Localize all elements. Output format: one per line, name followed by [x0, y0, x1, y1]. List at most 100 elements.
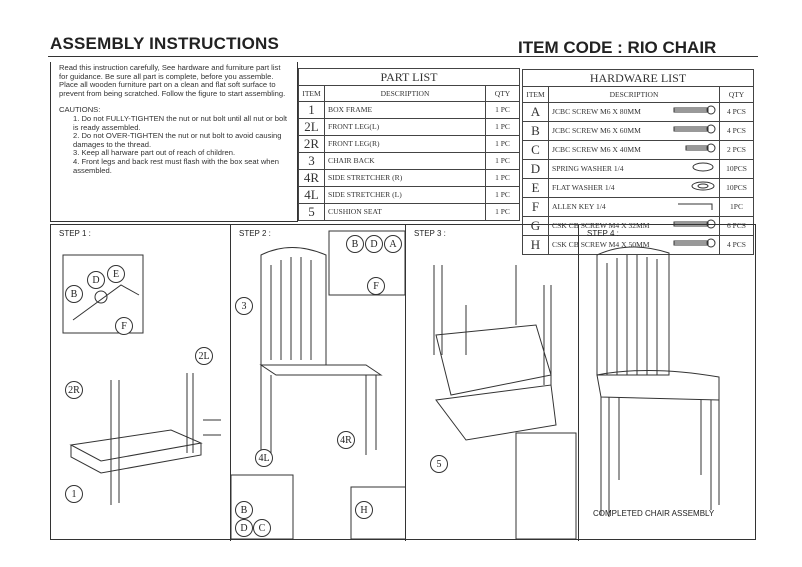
- page-title: ASSEMBLY INSTRUCTIONS: [50, 34, 280, 53]
- assembly-steps: STEP 1 : B D E F 2L 2R 1 STEP 2 : B D A …: [50, 224, 757, 541]
- hardware-description: CSK CB SCREW M4 X 50MM: [548, 234, 665, 255]
- instructions-box: Read this instruction carefully, See har…: [50, 62, 298, 222]
- part-item: 1: [298, 100, 325, 119]
- callout-f: F: [115, 317, 133, 335]
- callout-1: 1: [65, 485, 83, 503]
- callout-e: E: [107, 265, 125, 283]
- part-item: 3: [298, 151, 325, 170]
- part-description: FRONT LEG(L): [324, 117, 486, 136]
- hardware-qty: 1PC: [719, 196, 754, 217]
- hardware-item: D: [522, 158, 549, 179]
- screw-icon: [665, 120, 720, 141]
- screw-icon: [665, 101, 720, 122]
- item-code: ITEM CODE : RIO CHAIR: [518, 38, 717, 57]
- column-header: ITEM: [522, 86, 549, 103]
- intro-paragraph: Place all wooden furniture part on a cle…: [59, 80, 286, 98]
- callout-d: D: [235, 519, 253, 537]
- hardware-qty: 2 PCS: [719, 139, 754, 160]
- wood-screw-icon: [665, 234, 720, 255]
- cautions-title: CAUTIONS:: [59, 105, 101, 115]
- part-qty: 1 PC: [485, 134, 520, 153]
- step-1-drawing: [62, 254, 221, 505]
- part-description: SIDE STRETCHER (R): [324, 168, 486, 187]
- caution-item: 2. Do not OVER-TIGHTEN the nut or nut bo…: [73, 131, 282, 149]
- hardware-description: JCBC SCREW M6 X 40MM: [548, 139, 665, 160]
- part-description: CUSHION SEAT: [324, 202, 486, 221]
- hardware-qty: 4 PCS: [719, 101, 754, 122]
- hardware-description: SPRING WASHER 1/4: [548, 158, 665, 179]
- part-description: BOX FRAME: [324, 100, 486, 119]
- part-item: 2R: [298, 134, 325, 153]
- part-qty: 1 PC: [485, 202, 520, 221]
- part-description: SIDE STRETCHER (L): [324, 185, 486, 204]
- step-2-drawing: [231, 230, 406, 540]
- completed-caption: COMPLETED CHAIR ASSEMBLY: [593, 509, 715, 518]
- callout-2l: 2L: [195, 347, 213, 365]
- hardware-qty: 4 PCS: [719, 120, 754, 141]
- hardware-description: ALLEN KEY 1/4: [548, 196, 665, 217]
- caution-item: 1. Do not FULLY-TIGHTEN the nut or nut b…: [73, 113, 287, 132]
- part-qty: 1 PC: [485, 151, 520, 170]
- step-4-panel: STEP 4 : COMPLETED CHAIR ASSEMBLY: [579, 225, 757, 541]
- hardware-item: H: [522, 234, 549, 255]
- column-header: QTY: [485, 85, 520, 102]
- step-3-panel: STEP 3 : 5: [406, 225, 579, 541]
- caution-item: 4. Front legs and back rest must flash w…: [73, 156, 279, 175]
- callout-d: D: [365, 235, 383, 253]
- column-header: DESCRIPTION: [548, 86, 720, 103]
- part-qty: 1 PC: [485, 100, 520, 119]
- step-4-drawing: [596, 246, 720, 517]
- callout-d: D: [87, 271, 105, 289]
- hardware-item: B: [522, 120, 549, 141]
- callout-2r: 2R: [65, 381, 83, 399]
- hardware-item: C: [522, 139, 549, 160]
- spring-washer-icon: [665, 158, 720, 179]
- callout-3: 3: [235, 297, 253, 315]
- step-3-drawing: [433, 265, 577, 540]
- part-item: 4R: [298, 168, 325, 187]
- hardware-item: A: [522, 101, 549, 122]
- screw-icon: [665, 139, 720, 160]
- callout-4l: 4L: [255, 449, 273, 467]
- step-label: STEP 4 :: [587, 229, 619, 238]
- callout-b: B: [235, 501, 253, 519]
- part-list-title: PART LIST: [298, 68, 520, 86]
- callout-a: A: [384, 235, 402, 253]
- hardware-description: FLAT WASHER 1/4: [548, 177, 665, 198]
- callout-4r: 4R: [337, 431, 355, 449]
- hardware-item: E: [522, 177, 549, 198]
- divider: [48, 56, 758, 57]
- column-header: DESCRIPTION: [324, 85, 486, 102]
- hardware-list-title: HARDWARE LIST: [522, 69, 754, 87]
- callout-c: C: [253, 519, 271, 537]
- part-item: 2L: [298, 117, 325, 136]
- callout-5: 5: [430, 455, 448, 473]
- part-qty: 1 PC: [485, 168, 520, 187]
- part-item: 4L: [298, 185, 325, 204]
- callout-b: B: [346, 235, 364, 253]
- hardware-qty: 10PCS: [719, 177, 754, 198]
- column-header: QTY: [719, 86, 754, 103]
- step-1-panel: STEP 1 : B D E F 2L 2R 1: [51, 225, 231, 541]
- part-description: FRONT LEG(R): [324, 134, 486, 153]
- callout-f: F: [367, 277, 385, 295]
- hardware-item: F: [522, 196, 549, 217]
- step-label: STEP 2 :: [239, 229, 271, 238]
- step-2-panel: STEP 2 : B D A F 3 4R 4L B D C H: [231, 225, 406, 541]
- hardware-description: JCBC SCREW M6 X 80MM: [548, 101, 665, 122]
- allen-key-icon: [665, 196, 720, 217]
- step-label: STEP 1 :: [59, 229, 91, 238]
